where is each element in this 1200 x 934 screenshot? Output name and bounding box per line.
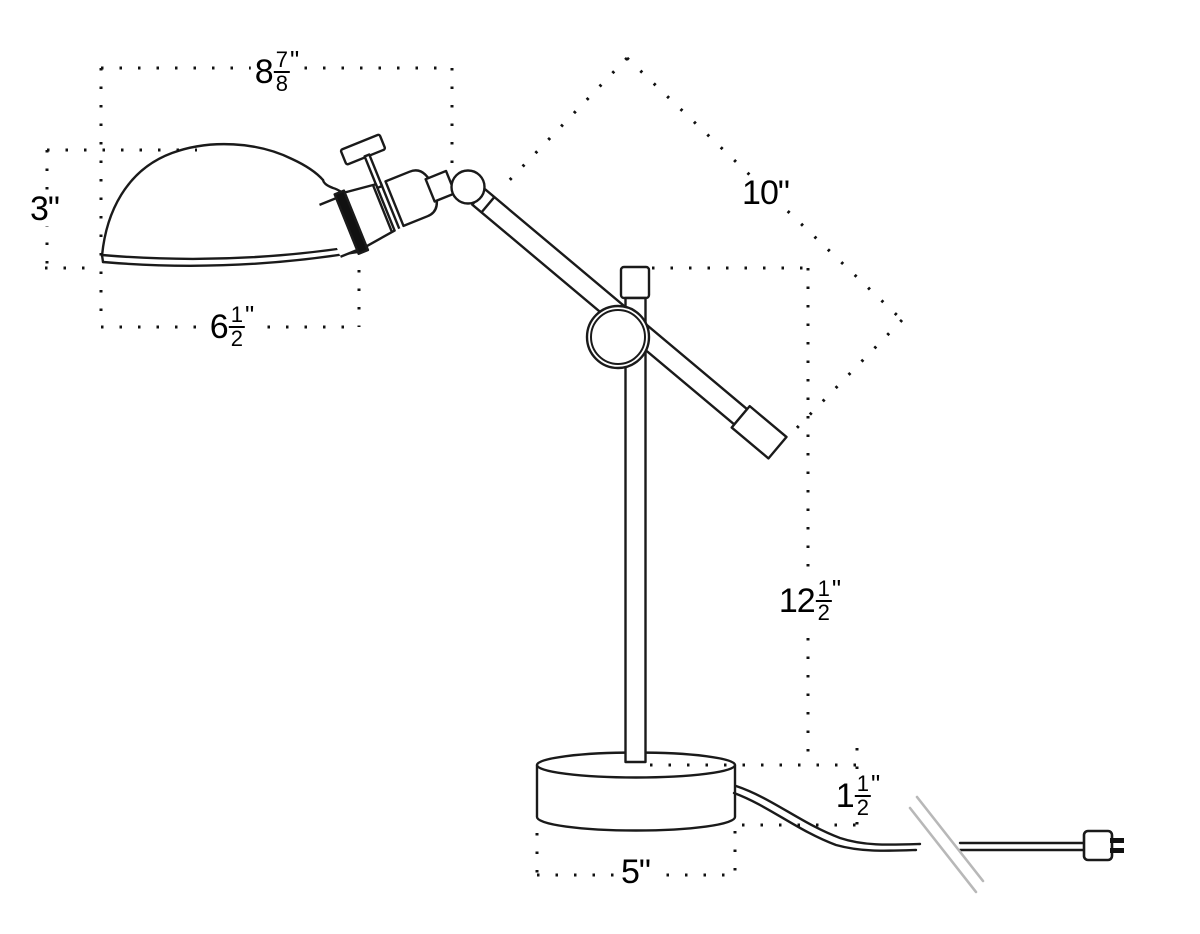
inch-mark: " [244, 300, 255, 330]
base-side [535, 765, 737, 832]
inch-mark: " [638, 853, 651, 891]
dim-value: 6 [209, 308, 229, 346]
socket-body [343, 183, 396, 248]
arm-collar [480, 196, 496, 214]
dim-value: 5 [621, 853, 640, 891]
dimension-lines [45, 56, 904, 877]
cord-break-mark [908, 795, 985, 894]
inch-mark: " [870, 769, 881, 799]
switch-key [339, 133, 387, 190]
plug-prong-top [1110, 838, 1124, 843]
shade-rim-top [100, 244, 360, 261]
arm-end-cap [730, 404, 788, 460]
switch-key-handle [339, 133, 387, 166]
plug-body [1082, 829, 1114, 862]
inch-mark: " [47, 190, 60, 228]
dim-label-base-diameter: 5" [617, 855, 655, 889]
plug-prong-bottom [1110, 848, 1124, 853]
shade-dome-outline [100, 142, 325, 258]
dim-value: 1 [835, 777, 855, 815]
dim-value: 8 [254, 53, 274, 91]
inch-mark: " [777, 174, 790, 212]
socket-neck [319, 198, 358, 257]
elbow-joint-knob [585, 304, 651, 370]
pole-rod [624, 296, 647, 764]
lamp-pole [619, 265, 651, 764]
socket-ring-line [371, 183, 394, 234]
dim-value: 12 [778, 582, 816, 620]
inch-mark: " [831, 574, 842, 604]
dim-arm-upper-right [625, 56, 904, 322]
shade-rim-left-edge [100, 253, 105, 264]
dim-label-shade-height: 3" [26, 192, 64, 226]
dim-value: 10 [742, 174, 779, 212]
socket-nipple [424, 169, 457, 203]
lamp-socket [319, 133, 457, 258]
dim-arm-upper-left [498, 56, 629, 192]
switch-key-stem [363, 153, 384, 190]
inch-mark: " [289, 45, 300, 75]
dim-arm-lower-right [786, 318, 904, 439]
power-cord [732, 784, 1088, 852]
dim-label-arm-length: 10" [738, 176, 794, 210]
shade-rim-bottom [101, 250, 360, 267]
lamp-base [535, 751, 737, 832]
ball-joint [450, 169, 486, 205]
lamp-shade [100, 142, 360, 267]
socket-cap-ring [379, 181, 401, 230]
dim-value: 3 [30, 190, 49, 228]
power-plug [1082, 829, 1124, 862]
pole-cap [619, 265, 651, 300]
